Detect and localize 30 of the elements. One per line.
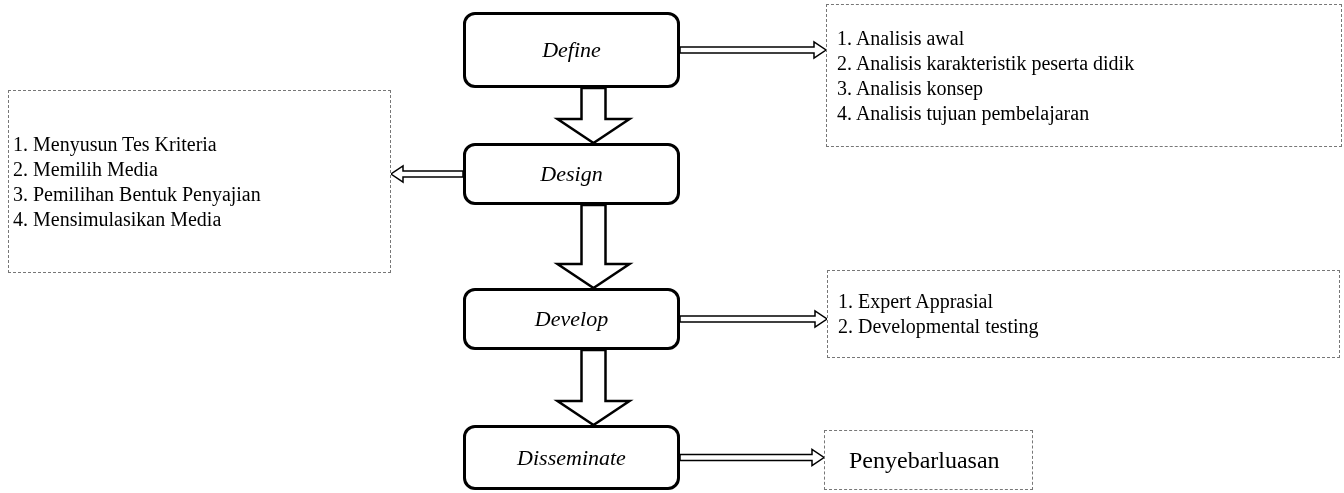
list-box — [8, 90, 391, 273]
stage-label: Disseminate — [517, 444, 626, 471]
list-box — [824, 430, 1033, 490]
hollow-arrow — [679, 448, 826, 467]
list-item: 1. Analisis awal — [837, 25, 966, 51]
stage-label: Develop — [534, 306, 609, 332]
list-item: 2. Developmental testing — [838, 314, 1040, 339]
list-item: 1. Menyusun Tes Kriteria — [13, 131, 218, 157]
list-item: 3. Analisis konsep — [837, 75, 985, 101]
stage-box — [463, 143, 680, 205]
stage-box — [463, 288, 680, 350]
hollow-arrow — [553, 86, 634, 145]
list-item: 4. Mensimulasikan Media — [13, 206, 223, 232]
stage-label: Define — [542, 37, 601, 63]
list-box — [827, 270, 1340, 358]
hollow-arrow — [553, 203, 634, 290]
list-box — [826, 4, 1342, 147]
stage-box — [463, 425, 680, 490]
list-item: 4. Analisis tujuan pembelajaran — [837, 100, 1091, 126]
list-item: 2. Analisis karakteristik peserta didik — [837, 50, 1136, 76]
list-item: 2. Memilih Media — [13, 156, 159, 182]
hollow-arrow — [553, 348, 634, 427]
stage-box — [463, 12, 680, 88]
hollow-arrow — [679, 309, 829, 329]
list-item: 3. Pemilihan Bentuk Penyajian — [13, 181, 262, 207]
list-item: 1. Expert Apprasial — [838, 289, 994, 314]
hollow-arrow — [679, 40, 828, 60]
hollow-arrow — [389, 164, 464, 184]
list-item: Penyebarluasan — [849, 446, 1001, 475]
stage-label: Design — [540, 161, 603, 187]
